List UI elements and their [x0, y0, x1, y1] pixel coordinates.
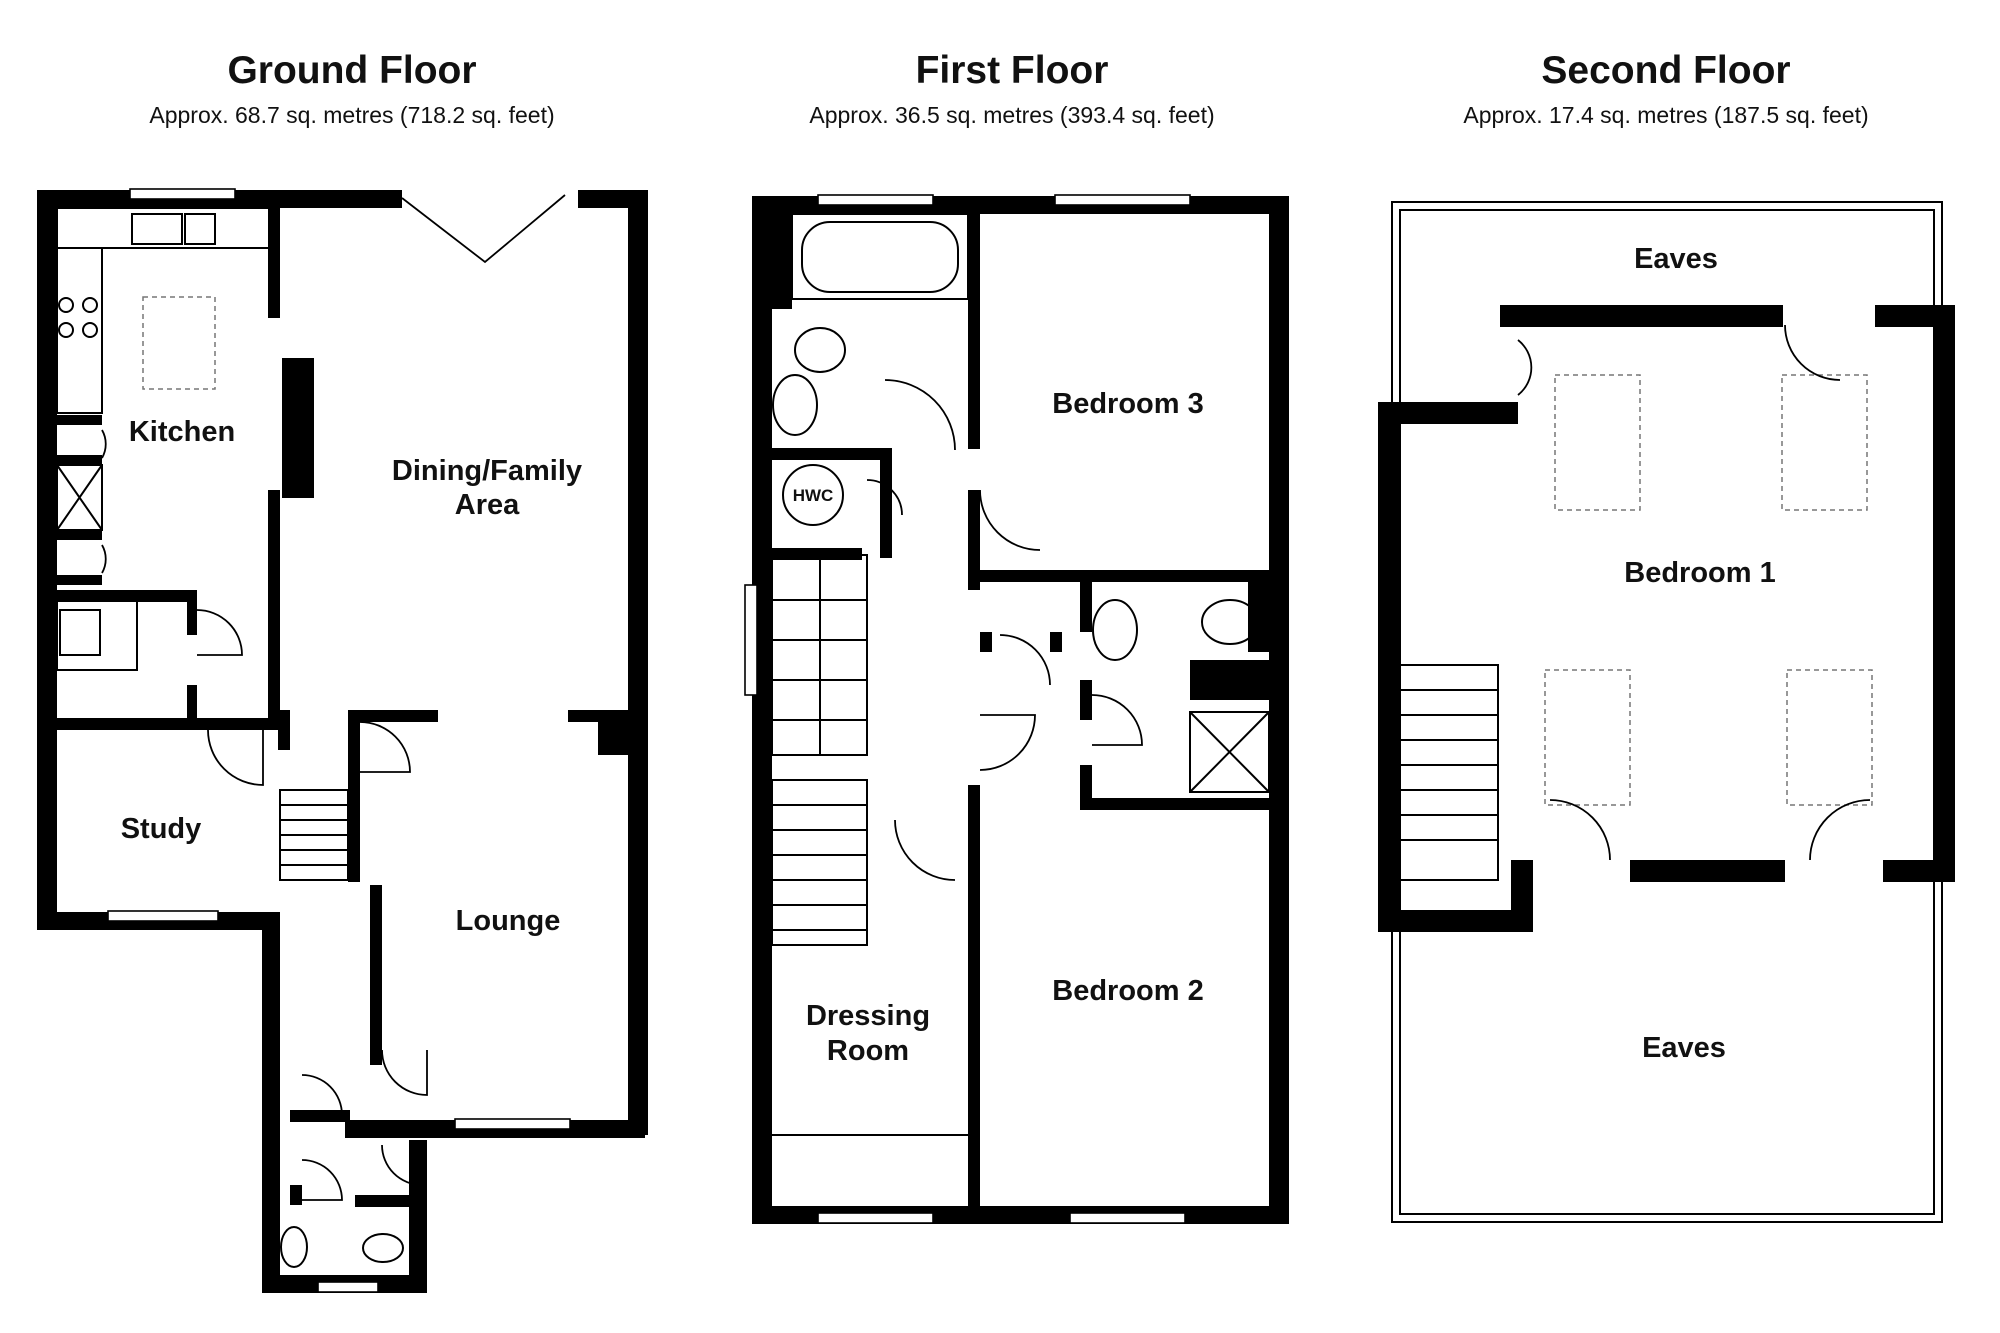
second-floor-plan: Eaves Bedroom 1 Eaves — [1378, 201, 1955, 1223]
first-stairs — [771, 554, 868, 946]
second-floor-header: Second Floor Approx. 17.4 sq. metres (18… — [1366, 48, 1966, 129]
ground-floor-area: Approx. 68.7 sq. metres (718.2 sq. feet) — [149, 102, 555, 128]
room-label-lounge: Lounge — [456, 905, 561, 937]
second-floor-area: Approx. 17.4 sq. metres (187.5 sq. feet) — [1463, 102, 1869, 128]
ground-floor-title: Ground Floor — [227, 49, 477, 92]
room-label-dressing-line1: Dressing — [806, 1000, 930, 1032]
ground-floor-header: Ground Floor Approx. 68.7 sq. metres (71… — [52, 48, 652, 129]
room-label-study: Study — [121, 813, 202, 845]
first-floor-plan: HWC Bedroom 3 Bedroom 2 Dressing Roo — [744, 194, 1289, 1224]
room-label-dressing-line2: Room — [827, 1035, 909, 1067]
first-floor-area: Approx. 36.5 sq. metres (393.4 sq. feet) — [809, 102, 1215, 128]
room-label-dining-line1: Dining/Family — [392, 455, 582, 487]
room-label-bedroom1: Bedroom 1 — [1624, 557, 1775, 589]
room-label-kitchen: Kitchen — [129, 416, 235, 448]
first-floor-title: First Floor — [915, 49, 1109, 92]
ground-floor-plan: Kitchen Dining/Family Area Study Lounge — [37, 188, 648, 1293]
second-stairs — [1399, 664, 1499, 881]
room-label-dining-line2: Area — [455, 489, 520, 521]
second-floor-title: Second Floor — [1541, 49, 1791, 92]
room-label-eaves-top: Eaves — [1634, 243, 1718, 275]
room-label-eaves-bottom: Eaves — [1642, 1032, 1726, 1064]
room-label-bedroom3: Bedroom 3 — [1052, 388, 1203, 420]
ground-stairs — [279, 789, 349, 881]
room-label-bedroom2: Bedroom 2 — [1052, 975, 1203, 1007]
label-hwc: HWC — [793, 486, 834, 505]
first-floor-header: First Floor Approx. 36.5 sq. metres (393… — [712, 48, 1312, 129]
